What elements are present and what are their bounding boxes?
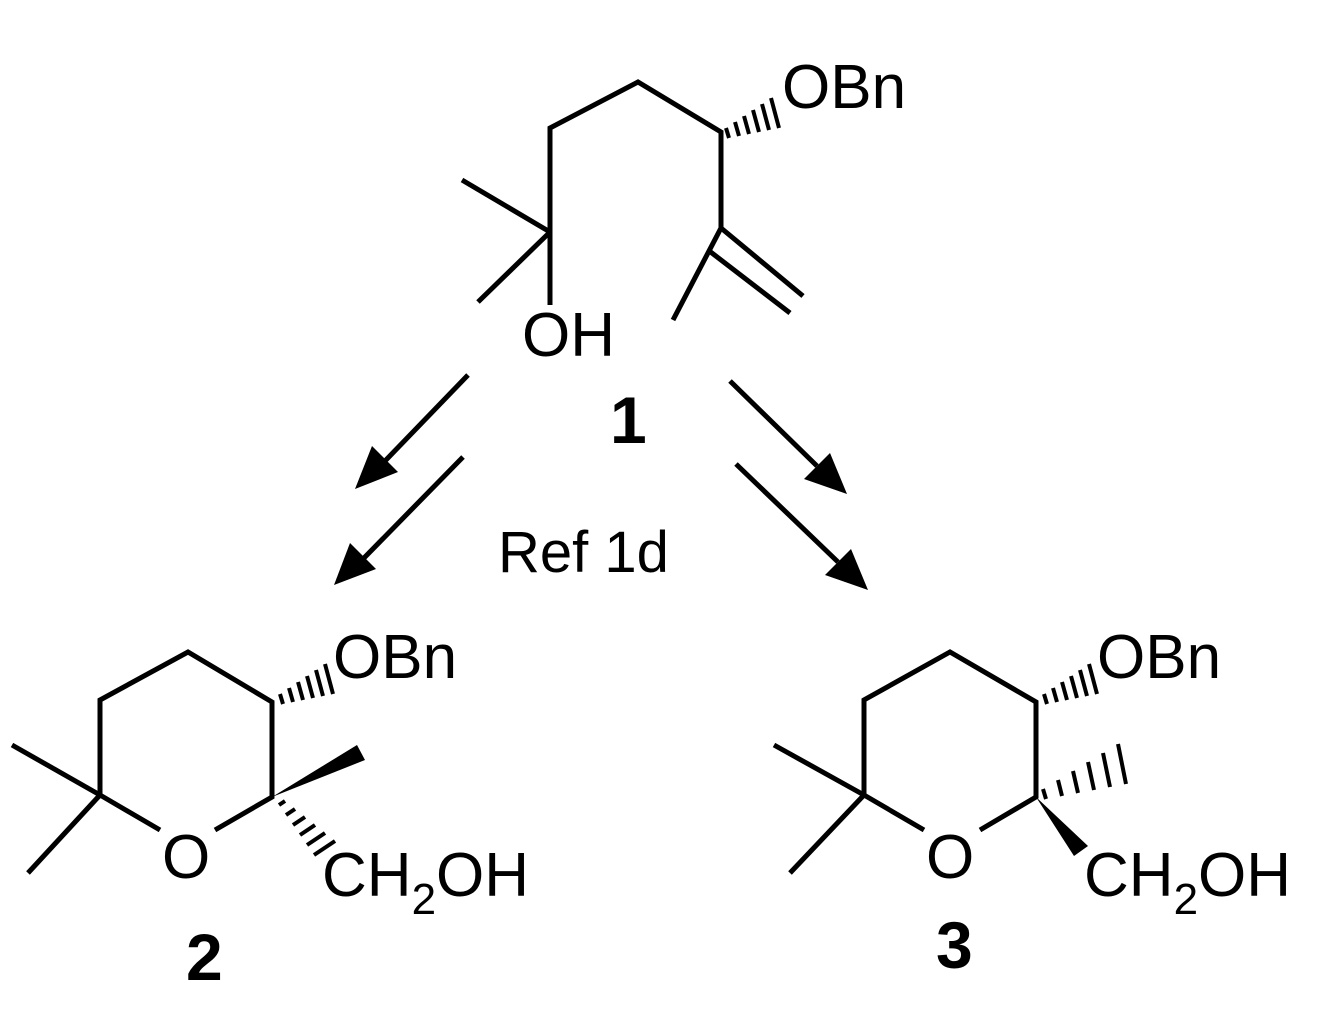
arrow-1-to-3-lower: [734, 462, 868, 590]
compound-1-obn-label: OBn: [782, 53, 906, 122]
compound-1-number: 1: [610, 383, 647, 457]
compound-1: OBn OH 1: [460, 53, 906, 457]
compound-2-ch2oh-label: CH2OH: [322, 841, 529, 924]
compound-3-wedge-ch2oh: [1036, 797, 1088, 856]
compound-2: O OBn CH2OH 2: [10, 623, 529, 994]
compound-2-number: 2: [186, 920, 223, 994]
compound-3-ch2oh-label: CH2OH: [1084, 841, 1291, 924]
compound-2-obn-label: OBn: [333, 623, 457, 692]
compound-3: O OBn CH2OH 3: [772, 623, 1291, 982]
arrow-1-to-3-upper: [728, 379, 847, 494]
compound-2-hashed-bond-ch2oh: [277, 799, 337, 857]
compound-2-ring-oxygen: O: [162, 823, 210, 892]
compound-3-hashed-bond-methyl: [1041, 743, 1128, 800]
compound-3-ring-oxygen: O: [926, 823, 974, 892]
compound-1-oh-label: OH: [522, 301, 615, 370]
compound-1-hashed-bond: [724, 97, 781, 139]
compound-2-hashed-bond-obn: [278, 663, 335, 705]
compound-2-wedge-methyl: [272, 745, 365, 797]
compound-1-skeleton-bonds: [460, 79, 805, 322]
compound-3-ring-bonds: [772, 649, 1039, 875]
compound-3-number: 3: [936, 908, 973, 982]
compound-3-hashed-bond-obn: [1042, 663, 1099, 705]
arrow-1-to-2-lower: [334, 455, 465, 585]
reference-label: Ref 1d: [498, 520, 669, 585]
arrow-1-to-2-upper: [355, 373, 470, 489]
compound-3-obn-label: OBn: [1097, 623, 1221, 692]
compound-2-ring-bonds: [10, 649, 275, 875]
